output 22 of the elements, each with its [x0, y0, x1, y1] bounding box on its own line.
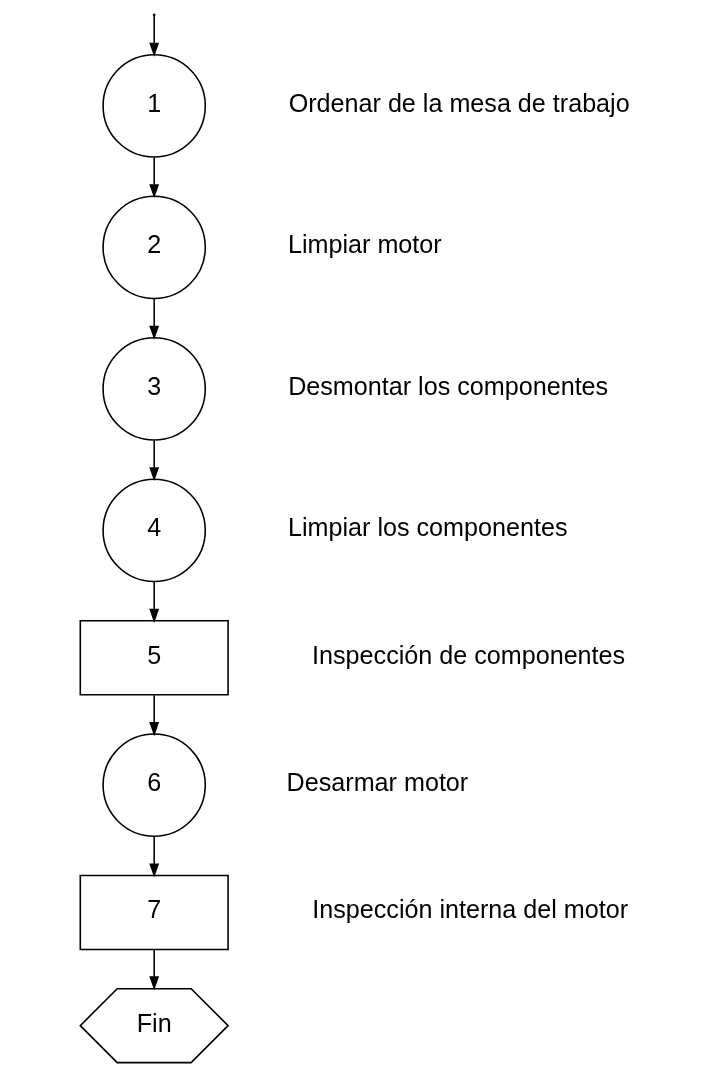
node-circle: 6: [102, 733, 207, 837]
node-circle: 3: [102, 337, 207, 441]
node-box: 5: [79, 620, 229, 696]
arrow: [149, 15, 160, 57]
arrow: [149, 835, 160, 878]
arrow: [149, 439, 160, 482]
arrow: [149, 694, 160, 737]
node-circle: 4: [102, 478, 207, 583]
arrow: [149, 156, 160, 199]
arrow: [149, 948, 160, 991]
node-label: Ordenar de la mesa de trabajo: [288, 88, 630, 117]
node-label: Desarmar motor: [286, 768, 469, 797]
arrow: [149, 581, 160, 623]
node-circle: 1: [102, 54, 207, 158]
node-label: Inspección de componentes: [312, 640, 626, 669]
node-label: Limpiar motor: [288, 230, 442, 259]
node-label: Desmontar los componentes: [288, 371, 609, 400]
node-label: Inspección interna del motor: [312, 895, 629, 924]
arrow: [149, 298, 160, 340]
node-label: Limpiar los componentes: [288, 513, 568, 542]
node-circle: 2: [102, 195, 207, 300]
node-box: 7: [79, 874, 229, 951]
